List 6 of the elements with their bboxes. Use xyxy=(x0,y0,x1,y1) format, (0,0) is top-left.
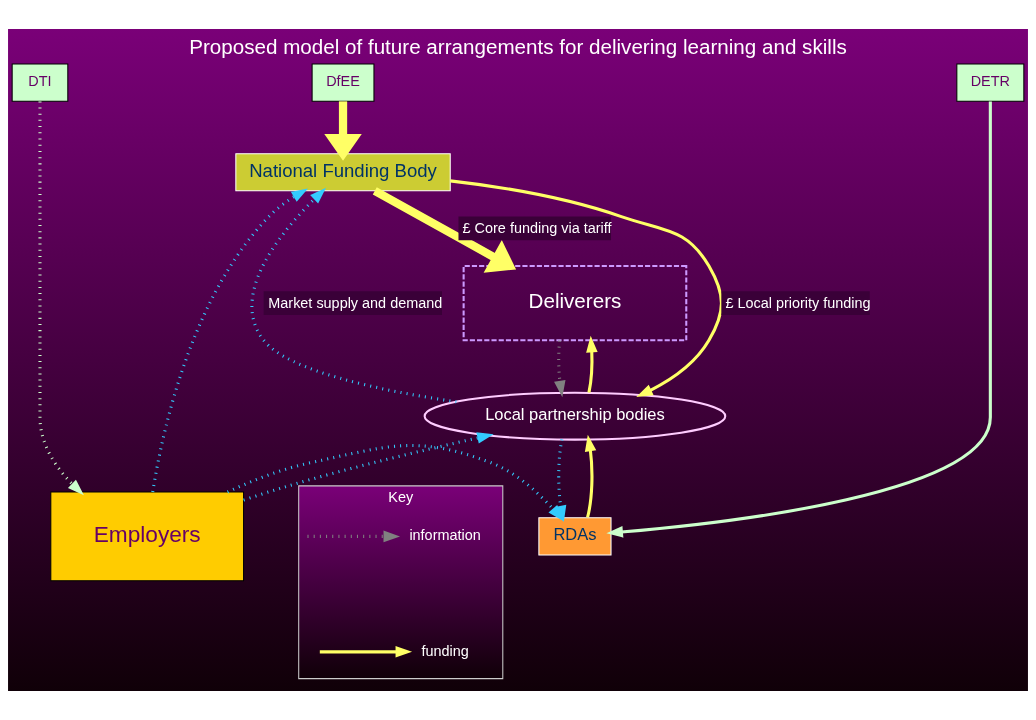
edge-label: £ Local priority funding xyxy=(725,294,871,311)
legend-label: information xyxy=(409,527,481,544)
edge-label: £ Core funding via tariff xyxy=(462,219,612,236)
legend-label: funding xyxy=(421,642,469,659)
diagram-title: Proposed model of future arrangements for delivering learning and skills xyxy=(189,34,847,58)
edge-label: Market supply and demand xyxy=(268,294,443,311)
